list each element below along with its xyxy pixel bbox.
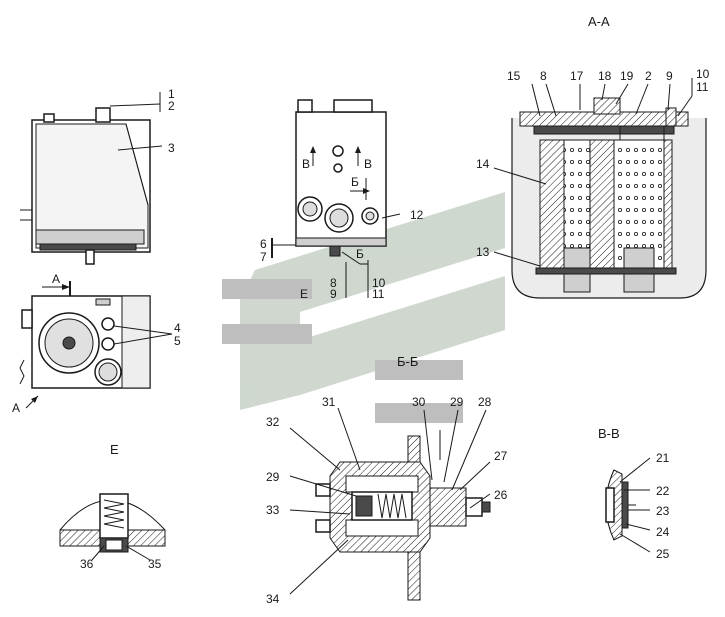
callout-vv-21: 21: [656, 451, 670, 465]
callout-aa-8: 8: [540, 69, 547, 83]
callout-bb-33: 33: [266, 503, 280, 517]
callout-12: 12: [410, 208, 424, 222]
callout-bb-29a: 29: [450, 395, 464, 409]
view-mark-a-bottom: А: [12, 401, 20, 415]
callout-aa-10: 10: [696, 67, 710, 81]
callout-aa-15: 15: [507, 69, 521, 83]
callout-bb-32: 32: [266, 415, 280, 429]
view-mark-b-arrow: Б: [351, 175, 359, 189]
callout-aa-2: 2: [645, 69, 652, 83]
view-mark-v-right: В: [364, 157, 372, 171]
front-view: [19, 295, 151, 389]
callout-vv-23: 23: [656, 504, 670, 518]
section-title-aa: А-А: [588, 14, 610, 29]
view-mark-v-left: В: [302, 157, 310, 171]
leader-lines: [91, 78, 693, 595]
callout-8: 8: [330, 276, 337, 290]
callout-vv-22: 22: [656, 484, 670, 498]
watermark: [222, 192, 505, 423]
section-title-e: Е: [110, 442, 119, 457]
section-aa: [511, 97, 707, 299]
callout-aa-11: 11: [696, 80, 709, 94]
callout-bb-30: 30: [412, 395, 426, 409]
callout-aa-19: 19: [620, 69, 634, 83]
callout-aa-9: 9: [666, 69, 673, 83]
callout-7: 7: [260, 250, 267, 264]
section-e: [59, 493, 166, 553]
callout-bb-26: 26: [494, 488, 508, 502]
callout-aa-18: 18: [598, 69, 612, 83]
callout-4: 4: [174, 321, 181, 335]
view-mark-e-ref: Е: [300, 287, 308, 301]
callout-6: 6: [260, 237, 267, 251]
callout-5: 5: [174, 334, 181, 348]
callout-9: 9: [330, 287, 337, 301]
callout-bb-31: 31: [322, 395, 336, 409]
section-bb: [315, 430, 491, 601]
center-view: [271, 99, 387, 258]
callout-vv-25: 25: [656, 547, 670, 561]
section-title-bb: Б-Б: [397, 354, 418, 369]
view-mark-a-top: А: [52, 272, 60, 286]
section-vv: [605, 469, 636, 541]
callout-bb-29b: 29: [266, 470, 280, 484]
callout-bb-28: 28: [478, 395, 492, 409]
callout-bb-27: 27: [494, 449, 508, 463]
side-view: [20, 107, 151, 265]
callout-e-36: 36: [80, 557, 94, 571]
callout-3: 3: [168, 141, 175, 155]
callout-e-35: 35: [148, 557, 162, 571]
callout-aa-14: 14: [476, 157, 490, 171]
callout-aa-13: 13: [476, 245, 490, 259]
callout-vv-24: 24: [656, 525, 670, 539]
section-title-vv: В-В: [598, 426, 620, 441]
callout-bb-34: 34: [266, 592, 280, 606]
view-mark-b-lower: Б: [356, 247, 364, 261]
callout-11: 11: [372, 287, 385, 301]
callout-1: 1: [168, 87, 175, 101]
callout-2: 2: [168, 99, 175, 113]
callout-10: 10: [372, 276, 386, 290]
callout-aa-17: 17: [570, 69, 584, 83]
